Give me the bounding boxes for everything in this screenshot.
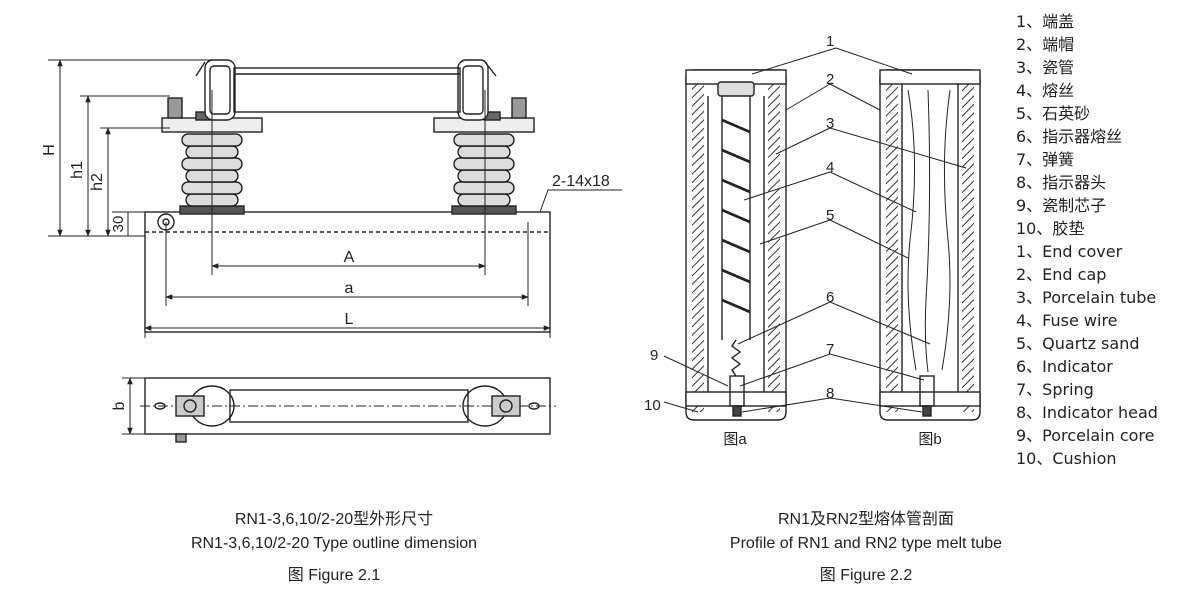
dim-30-label: 30 xyxy=(110,216,127,233)
legend-item: 3、瓷管 xyxy=(1016,58,1074,77)
callout-5: 5 xyxy=(826,207,834,224)
tube-b xyxy=(879,69,981,421)
legend-item: 7、Spring xyxy=(1016,380,1094,399)
legend-item: 6、指示器熔丝 xyxy=(1016,127,1122,146)
legend-item: 5、石英砂 xyxy=(1016,104,1090,123)
tube-a xyxy=(685,69,787,421)
legend-item: 10、Cushion xyxy=(1016,449,1117,468)
dim-b-label: b xyxy=(111,401,128,410)
plan-view-foot xyxy=(175,433,187,443)
legend-item: 5、Quartz sand xyxy=(1016,334,1140,353)
legend-item: 2、端帽 xyxy=(1016,35,1074,54)
callout-9: 9 xyxy=(650,347,658,364)
legend-item: 10、胶垫 xyxy=(1016,219,1084,238)
dim-h1-label: h1 xyxy=(69,161,86,179)
figure-2-2 xyxy=(663,47,981,421)
fig2-caption-cn: RN1及RN2型熔体管剖面 xyxy=(778,510,954,528)
figure-2-1 xyxy=(48,59,622,443)
legend-item: 1、端盖 xyxy=(1016,12,1074,31)
legend-item: 4、熔丝 xyxy=(1016,81,1074,100)
legend-item: 8、指示器头 xyxy=(1016,173,1106,192)
fig1-caption-fig: 图 Figure 2.1 xyxy=(288,567,381,584)
fig2-caption-en: Profile of RN1 and RN2 type melt tube xyxy=(730,535,1002,552)
plan-fuse-tube xyxy=(229,389,469,423)
legend-item: 7、弹簧 xyxy=(1016,150,1074,169)
base-plate xyxy=(144,211,551,333)
callout-10: 10 xyxy=(644,397,661,414)
fig1-caption-en: RN1-3,6,10/2-20 Type outline dimension xyxy=(191,535,477,552)
legend-item: 4、Fuse wire xyxy=(1016,311,1118,330)
legend-item: 6、Indicator xyxy=(1016,357,1113,376)
callout-8: 8 xyxy=(826,385,834,402)
fuse-tube-side xyxy=(233,67,461,113)
contact-clips xyxy=(195,61,497,77)
legend-item: 8、Indicator head xyxy=(1016,403,1158,422)
legend-item: 9、Porcelain core xyxy=(1016,426,1155,445)
dim-A-label: A xyxy=(344,249,355,266)
hole-leader xyxy=(539,189,622,213)
dim-H-label: H xyxy=(41,144,58,156)
dim-h2-label: h2 xyxy=(89,173,106,191)
legend-item: 1、End cover xyxy=(1016,242,1123,261)
callout-4: 4 xyxy=(826,159,834,176)
fig1-caption-cn: RN1-3,6,10/2-20型外形尺寸 xyxy=(235,510,433,528)
parts-legend: 1、端盖 2、端帽 3、瓷管 4、熔丝 5、石英砂 6、指示器熔丝 7、弹簧 8… xyxy=(1016,12,1158,468)
legend-item: 2、End cap xyxy=(1016,265,1106,284)
callout-leaders xyxy=(663,47,967,413)
callout-1: 1 xyxy=(826,33,834,50)
sub-label-b: 图b xyxy=(918,431,941,448)
dim-L-label: L xyxy=(345,311,354,328)
callout-7: 7 xyxy=(826,341,834,358)
callout-3: 3 xyxy=(826,115,834,132)
callout-2: 2 xyxy=(826,71,834,88)
dim-hole-label: 2-14x18 xyxy=(552,173,610,190)
dim-a-label: a xyxy=(345,280,354,297)
right-insulator xyxy=(433,59,535,215)
legend-item: 9、瓷制芯子 xyxy=(1016,196,1106,215)
callout-6: 6 xyxy=(826,289,834,306)
fig2-caption-fig: 图 Figure 2.2 xyxy=(820,567,913,584)
sub-label-a: 图a xyxy=(723,431,747,448)
legend-item: 3、Porcelain tube xyxy=(1016,288,1156,307)
